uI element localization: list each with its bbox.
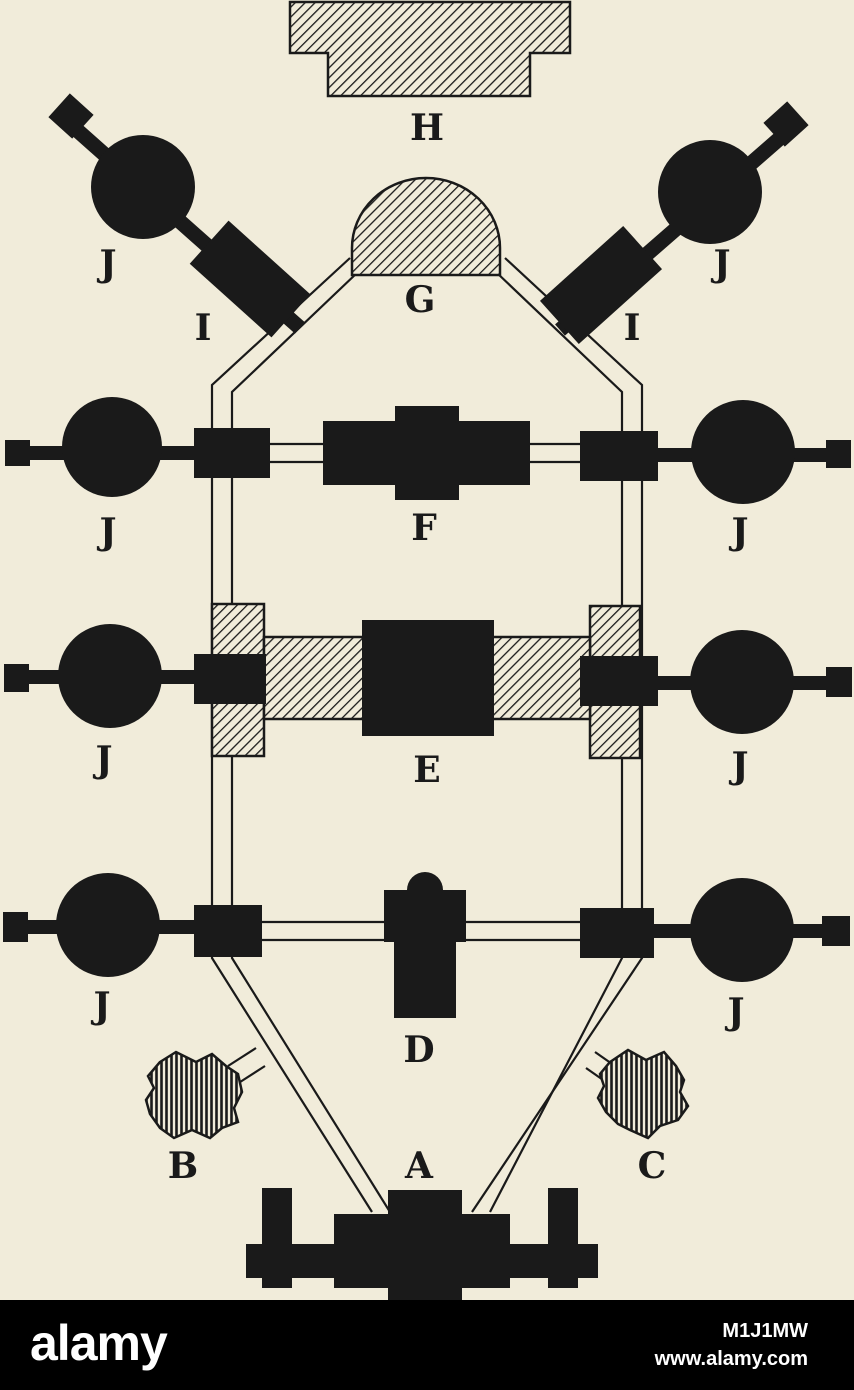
label-j-row3-left: J bbox=[90, 985, 110, 1027]
label-j-row1-left: J bbox=[96, 511, 116, 553]
label-j-row2-right: J bbox=[728, 745, 748, 787]
chamber-h bbox=[288, 0, 572, 98]
label-i-left: I bbox=[195, 307, 212, 349]
label-e: E bbox=[413, 749, 440, 791]
labels: H G F E D A B C I I J J J J J J J J bbox=[90, 107, 748, 1187]
row-d bbox=[3, 872, 850, 1018]
image-id: M1J1MW bbox=[722, 1320, 808, 1342]
cross-corridors bbox=[262, 442, 582, 942]
watermark-footer: alamy M1J1MW www.alamy.com bbox=[0, 1300, 854, 1390]
label-f: F bbox=[411, 507, 437, 549]
label-a: A bbox=[404, 1145, 434, 1187]
chamber-g bbox=[350, 176, 502, 277]
label-b: B bbox=[168, 1145, 198, 1187]
label-j-top-right: J bbox=[710, 243, 730, 285]
label-j-row2-left: J bbox=[92, 739, 112, 781]
alamy-logo: alamy bbox=[30, 1315, 168, 1371]
label-j-top-left: J bbox=[96, 243, 116, 285]
label-d: D bbox=[403, 1029, 434, 1071]
arm-top-left bbox=[48, 93, 311, 338]
site-url: www.alamy.com bbox=[654, 1348, 808, 1370]
label-j-row1-right: J bbox=[728, 511, 748, 553]
chamber-c bbox=[596, 1048, 690, 1140]
label-i-right: I bbox=[624, 307, 641, 349]
chamber-b bbox=[144, 1050, 244, 1140]
label-g: G bbox=[405, 279, 436, 321]
arm-top-right bbox=[539, 101, 809, 345]
label-j-row3-right: J bbox=[724, 991, 744, 1033]
row-e bbox=[4, 602, 852, 760]
label-c: C bbox=[638, 1145, 667, 1187]
row-f bbox=[5, 397, 851, 504]
label-h: H bbox=[410, 107, 444, 149]
chamber-a bbox=[246, 1188, 598, 1300]
diagram-plan: H G F E D A B C I I J J J J J J J J bbox=[3, 0, 852, 1300]
